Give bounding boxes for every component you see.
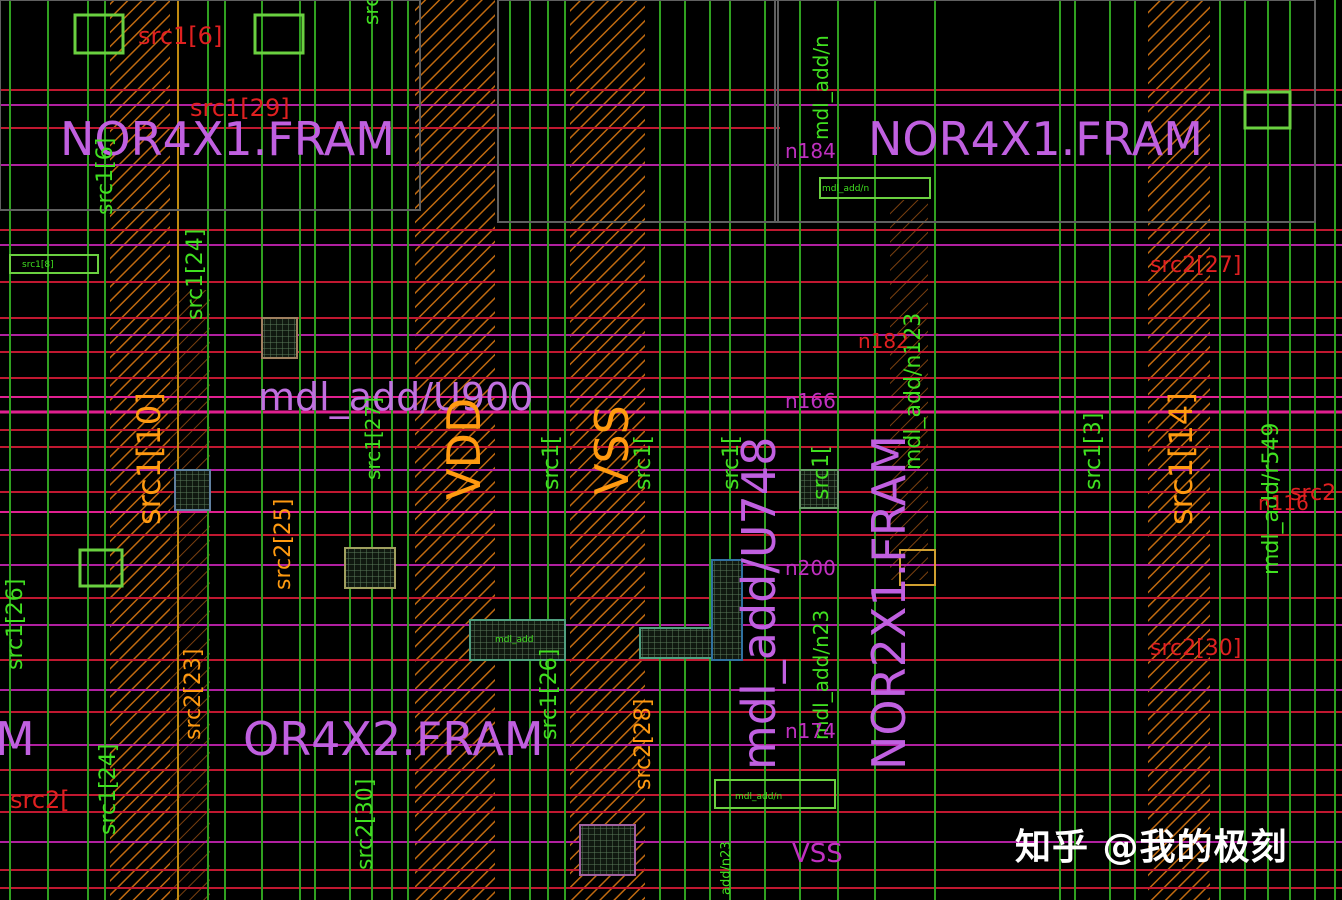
net-src1-10: src1[10] (130, 392, 168, 525)
cell-label-nor4x1-right: NOR4X1.FRAM (868, 112, 1203, 166)
net-src1-29: src1[29] (190, 94, 290, 122)
net-src1-col-d: src1[ (809, 445, 834, 500)
net-mdl-add-r549: mdl_add/r549 (1259, 423, 1284, 575)
net-src1-3: src1[3] (1081, 413, 1106, 490)
cell-frame-3 (0, 0, 421, 211)
via-15 (819, 177, 931, 199)
power-rails (110, 0, 1210, 900)
net-mdl-add-n: mdl_add/n (809, 35, 833, 140)
net-mdl-add-n123: mdl_add/n123 (901, 313, 926, 470)
net-n166: n166 (785, 389, 836, 413)
rail-vdd (415, 0, 495, 900)
rail-left-2 (170, 290, 210, 900)
net-tiny-4: mdl_add/n (735, 792, 782, 802)
cell-label-or4x2: OR4X2.FRAM (243, 712, 544, 766)
net-labels: src1[6] src1[29] src1[6] src1[24] src1[1… (3, 0, 1336, 895)
via-10 (579, 824, 636, 876)
net-src2-right-edge: src2 (1290, 481, 1336, 506)
net-src1-27: src1[27] (361, 397, 385, 480)
net-tiny-3: mdl_add (495, 635, 533, 645)
cell-frame-2 (774, 0, 1316, 223)
net-n184: n184 (785, 139, 836, 163)
net-src1-26: src1[26] (3, 579, 28, 670)
via-3 (1243, 90, 1292, 130)
net-tiny-5: add/n23 (719, 841, 734, 895)
via-7 (174, 469, 211, 511)
cell-frames (0, 0, 1316, 223)
net-n116: n116 (1258, 491, 1309, 515)
cell-frame-1 (497, 0, 779, 223)
vias (9, 13, 1292, 876)
rail-right (1148, 0, 1210, 900)
net-src2-30-right: src2[30] (1150, 636, 1241, 661)
net-src1-col-e: src1[ (359, 0, 383, 25)
via-9 (639, 627, 721, 659)
rail-vss (570, 0, 645, 900)
net-n174: n174 (785, 719, 836, 743)
rail-left (110, 0, 170, 900)
net-src2-27: src2[27] (1150, 253, 1241, 278)
via-4 (261, 317, 298, 359)
label-vdd: VDD (437, 398, 491, 500)
via-16 (9, 254, 99, 274)
net-n182: n182 (858, 329, 909, 353)
via-5 (344, 547, 396, 589)
watermark: 知乎 @我的极刻 (1015, 827, 1288, 868)
net-src1-col-a: src1[ (539, 435, 564, 490)
net-mdl-add-n23: mdl_add/n23 (809, 610, 833, 740)
via-8 (469, 619, 566, 661)
net-src1-24-low: src1[24] (96, 744, 121, 835)
horizontal-wires (0, 89, 1342, 889)
net-src2-23: src2[23] (181, 649, 206, 740)
label-vss: VSS (585, 405, 639, 495)
net-src2-25: src2[25] (271, 499, 296, 590)
cell-label-m-partial: M (0, 712, 35, 766)
power-labels: VDD VSS VSS (437, 398, 843, 869)
net-src2-partial: src2[ (10, 786, 70, 814)
via-1 (73, 13, 125, 55)
cell-labels: NOR4X1.FRAM NOR4X1.FRAM OR4X2.FRAM M mdl… (0, 112, 1203, 770)
cell-label-nor4x1-left: NOR4X1.FRAM (60, 112, 395, 166)
net-src2-30-left: src2[30] (353, 779, 378, 870)
rail-mid (890, 200, 928, 580)
net-src1-24: src1[24] (183, 229, 208, 320)
via-2 (253, 13, 305, 55)
net-n200: n200 (785, 556, 836, 580)
net-src1-col-f: src1[26] (537, 649, 562, 740)
cell-label-mdl-add-u900: mdl_add/U900 (258, 375, 533, 419)
via-11 (799, 469, 839, 509)
net-tiny-1: src1[8] (22, 260, 54, 270)
cell-label-nor2x1: NOR2X1.FRAM (862, 435, 916, 770)
label-vss-bottom: VSS (792, 839, 843, 869)
net-src1-6-top: src1[6] (138, 22, 222, 50)
via-6 (78, 548, 124, 588)
vertical-wires (9, 0, 1336, 900)
net-src1-col-b: src1[ (631, 435, 656, 490)
net-src2-28: src2[28] (631, 699, 656, 790)
via-14 (714, 779, 836, 809)
cell-label-mdl-add-u748: mdl_add/U748 (732, 437, 786, 770)
net-src1-6-vert: src1[6] (93, 138, 118, 215)
net-src1-col-c: src1[ (719, 435, 744, 490)
net-tiny-2: mdl_add/n (822, 184, 869, 194)
via-12 (899, 549, 936, 586)
via-13 (711, 559, 743, 661)
net-src1-14: src1[14] (1162, 392, 1200, 525)
